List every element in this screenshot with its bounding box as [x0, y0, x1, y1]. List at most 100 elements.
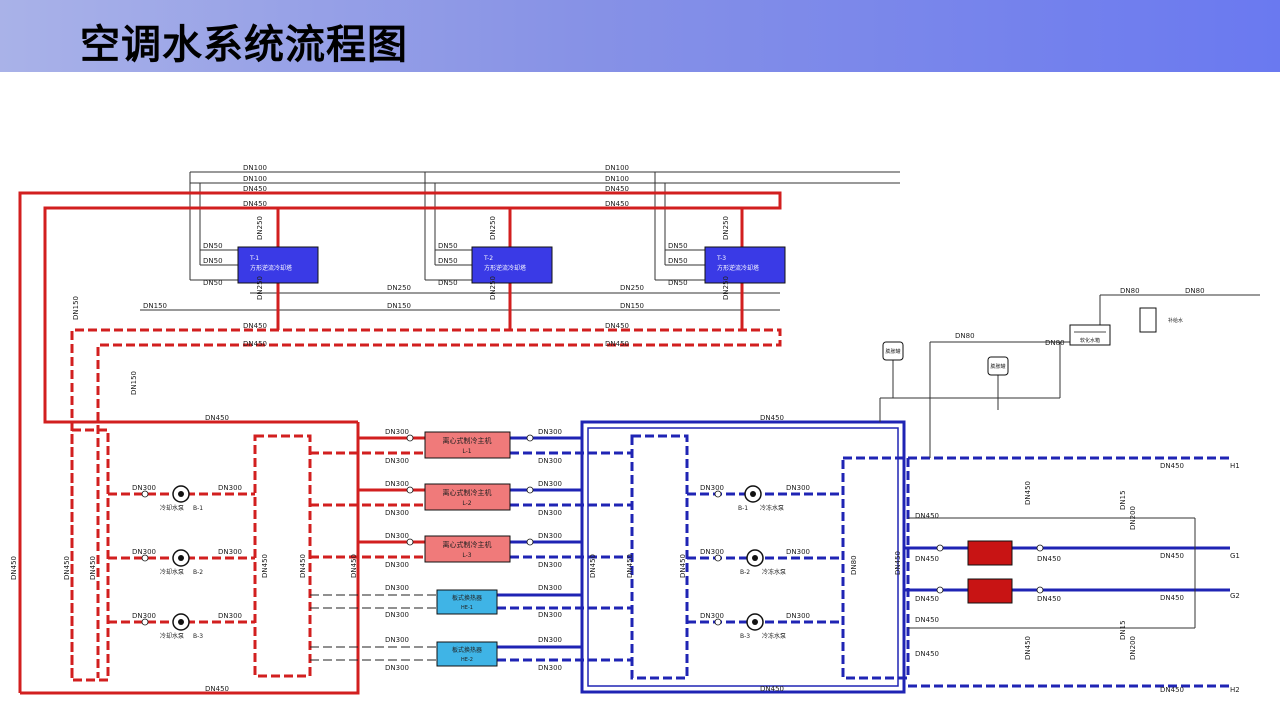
svg-text:DN300: DN300 [132, 484, 156, 492]
supply-manifold-g2[interactable] [967, 578, 1013, 604]
svg-text:DN100: DN100 [605, 175, 629, 183]
svg-text:DN80: DN80 [1185, 287, 1205, 295]
svg-text:DN300: DN300 [786, 612, 810, 620]
svg-text:DN450: DN450 [1160, 686, 1184, 694]
tower-tag-t3: T-3 [716, 255, 726, 262]
svg-text:DN450: DN450 [63, 556, 71, 580]
chiller-tag-l1: L-1 [462, 448, 471, 455]
svg-text:DN450: DN450 [89, 556, 97, 580]
cooling-pump-3[interactable]: 冷却水泵 B-3 [160, 613, 203, 640]
svg-text:DN80: DN80 [850, 555, 858, 575]
svg-text:DN300: DN300 [538, 664, 562, 672]
chiller-l3[interactable]: 离心式制冷主机 L-3 [424, 535, 511, 563]
condenser-water-piping [18, 191, 782, 695]
chilled-pump-2[interactable]: B-2 冷冻水泵 [740, 549, 786, 576]
circuit-label-g1: G1 [1230, 552, 1240, 560]
svg-text:DN450: DN450 [679, 554, 687, 578]
expansion-tank-1[interactable]: 膨胀罐 [882, 341, 904, 361]
circuit-label-h1: H1 [1230, 462, 1240, 470]
hx-name-he2: 板式换热器 [452, 646, 482, 654]
svg-text:DN100: DN100 [243, 175, 267, 183]
cooling-tower-t3[interactable]: T-3 方形逆流冷却塔 [704, 246, 786, 284]
svg-text:DN300: DN300 [538, 561, 562, 569]
svg-text:DN300: DN300 [385, 480, 409, 488]
svg-text:DN250: DN250 [722, 216, 730, 240]
svg-text:DN80: DN80 [955, 332, 975, 340]
svg-text:DN450: DN450 [760, 685, 784, 693]
svg-text:DN250: DN250 [256, 216, 264, 240]
svg-text:DN300: DN300 [385, 532, 409, 540]
svg-text:DN300: DN300 [700, 484, 724, 492]
chilled-pump-1[interactable]: B-1 冷冻水泵 [738, 485, 784, 512]
softened-water-tank-label: 软化水箱 [1080, 337, 1100, 344]
chilled-pump-tag-1: B-1 [738, 505, 748, 512]
svg-text:DN300: DN300 [385, 509, 409, 517]
svg-text:DN50: DN50 [203, 257, 223, 265]
svg-text:DN50: DN50 [438, 257, 458, 265]
svg-text:DN450: DN450 [1037, 555, 1061, 563]
svg-text:DN50: DN50 [438, 279, 458, 287]
svg-text:DN300: DN300 [218, 548, 242, 556]
makeup-water-tank[interactable]: 补给水 [1139, 307, 1183, 333]
chilled-pump-3[interactable]: B-3 冷冻水泵 [740, 613, 786, 640]
heat-exchanger-he1[interactable]: 板式换热器 HE-1 [436, 589, 498, 615]
svg-text:DN450: DN450 [10, 556, 18, 580]
tower-name-t3: 方形逆流冷却塔 [717, 264, 759, 272]
svg-text:DN300: DN300 [538, 509, 562, 517]
cooling-tower-t2[interactable]: T-2 方形逆流冷却塔 [471, 246, 553, 284]
chiller-name-l2: 离心式制冷主机 [443, 488, 492, 497]
expansion-tank-2[interactable]: 膨胀罐 [987, 356, 1009, 376]
svg-text:DN300: DN300 [538, 611, 562, 619]
svg-text:DN300: DN300 [385, 561, 409, 569]
cooling-tower-t1[interactable]: T-1 方形逆流冷却塔 [237, 246, 319, 284]
svg-text:DN250: DN250 [489, 216, 497, 240]
page-title: 空调水系统流程图 [80, 22, 408, 68]
svg-text:DN450: DN450 [243, 340, 267, 348]
cooling-pump-1[interactable]: 冷却水泵 B-1 [160, 485, 203, 512]
svg-text:DN450: DN450 [915, 595, 939, 603]
hx-tag-he1: HE-1 [461, 605, 473, 611]
chiller-name-l1: 离心式制冷主机 [443, 436, 492, 445]
chiller-l1[interactable]: 离心式制冷主机 L-1 [424, 431, 511, 459]
svg-text:DN450: DN450 [350, 554, 358, 578]
pipe-size-labels-vertical: DN150 DN150 DN450 DN450 DN450 DN450 DN45… [10, 216, 1137, 660]
cooling-pump-2[interactable]: 冷却水泵 B-2 [160, 549, 203, 576]
svg-text:DN450: DN450 [915, 555, 939, 563]
svg-text:DN450: DN450 [915, 616, 939, 624]
svg-text:DN450: DN450 [243, 322, 267, 330]
chiller-l2[interactable]: 离心式制冷主机 L-2 [424, 483, 511, 511]
heat-exchanger-he2[interactable]: 板式换热器 HE-2 [436, 641, 498, 667]
tower-name-t1: 方形逆流冷却塔 [250, 264, 292, 272]
cooling-pump-name-2: 冷却水泵 [160, 568, 184, 576]
svg-text:DN250: DN250 [387, 284, 411, 292]
svg-text:DN450: DN450 [605, 340, 629, 348]
svg-text:DN50: DN50 [203, 242, 223, 250]
svg-text:DN80: DN80 [1120, 287, 1140, 295]
svg-text:DN250: DN250 [722, 276, 730, 300]
cooling-pump-tag-3: B-3 [193, 633, 203, 640]
cooling-pump-name-1: 冷却水泵 [160, 504, 184, 512]
makeup-water-label: 补给水 [1168, 317, 1183, 324]
svg-text:DN150: DN150 [620, 302, 644, 310]
svg-text:DN50: DN50 [203, 279, 223, 287]
svg-text:DN250: DN250 [256, 276, 264, 300]
svg-text:DN450: DN450 [589, 554, 597, 578]
svg-text:DN450: DN450 [915, 512, 939, 520]
cooling-pump-tag-1: B-1 [193, 505, 203, 512]
circuit-labels: H1 G1 G2 H2 [1230, 462, 1240, 694]
tower-supply-piping [140, 171, 900, 311]
svg-text:DN150: DN150 [143, 302, 167, 310]
cooling-pump-name-3: 冷却水泵 [160, 632, 184, 640]
hx-tag-he2: HE-2 [461, 657, 473, 663]
svg-text:DN250: DN250 [620, 284, 644, 292]
cooling-pump-tag-2: B-2 [193, 569, 203, 576]
hx-name-he1: 板式换热器 [452, 594, 482, 602]
svg-text:DN450: DN450 [894, 551, 902, 575]
svg-text:DN450: DN450 [1037, 595, 1061, 603]
softened-water-tank[interactable]: 软化水箱 [1069, 324, 1111, 346]
svg-text:DN300: DN300 [700, 612, 724, 620]
svg-text:DN100: DN100 [605, 164, 629, 172]
svg-text:DN450: DN450 [261, 554, 269, 578]
supply-manifold-g1[interactable] [967, 540, 1013, 566]
svg-text:DN450: DN450 [760, 414, 784, 422]
